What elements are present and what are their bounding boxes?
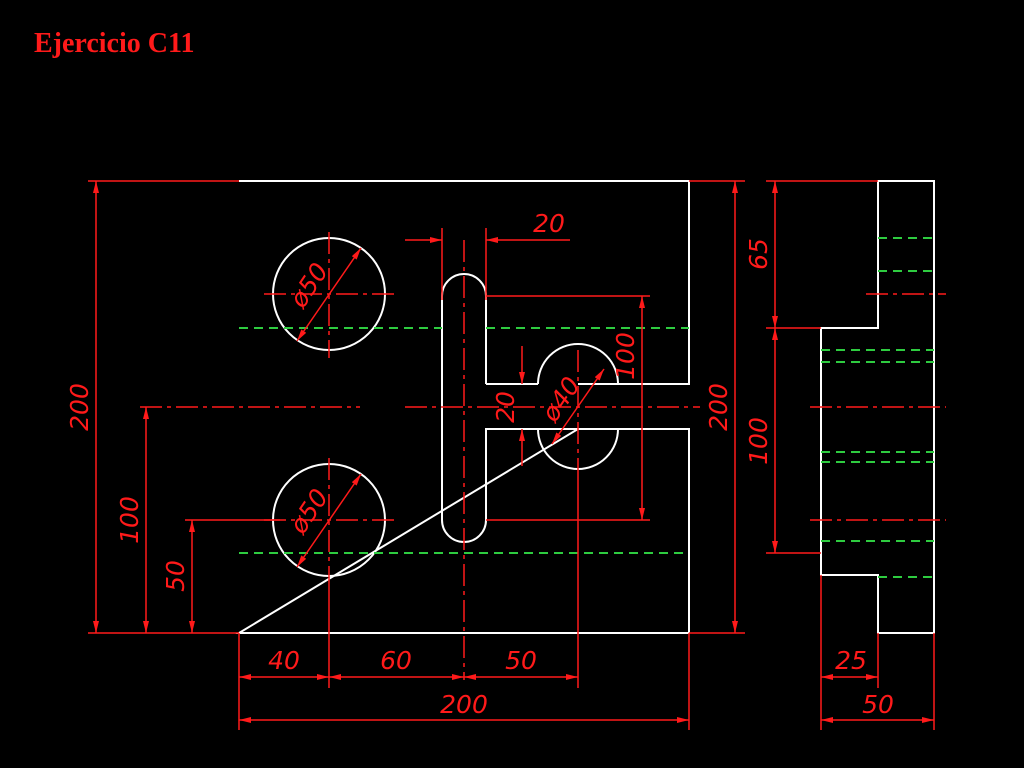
side-view [810, 180, 946, 634]
dim-text: 25 [835, 646, 867, 675]
dim-text: 100 [611, 332, 640, 380]
dim-text: 100 [744, 417, 773, 465]
dim-text: ø50 [283, 258, 334, 314]
side-dimensions: 65 100 25 50 [744, 180, 935, 730]
dim-text: 20 [491, 391, 520, 423]
dim-text: 100 [115, 496, 144, 544]
dim-text: 50 [862, 690, 894, 719]
dim-text: 50 [505, 646, 537, 675]
dim-text: ø50 [283, 484, 334, 540]
dim-text: 50 [161, 560, 190, 592]
dim-text: 40 [268, 646, 300, 675]
side-outline [820, 180, 935, 634]
dim-text: 65 [744, 238, 773, 270]
front-view [140, 180, 700, 680]
front-dimensions: 200 100 50 200 100 20 40 60 50 200 20 ø5… [65, 180, 745, 730]
dim-text: 200 [440, 690, 488, 719]
dim-text: 200 [704, 383, 733, 431]
page-title: Ejercicio C11 [34, 28, 195, 59]
dim-text: 60 [380, 646, 412, 675]
dim-text: 20 [533, 209, 565, 238]
dim-text: 200 [65, 383, 94, 431]
